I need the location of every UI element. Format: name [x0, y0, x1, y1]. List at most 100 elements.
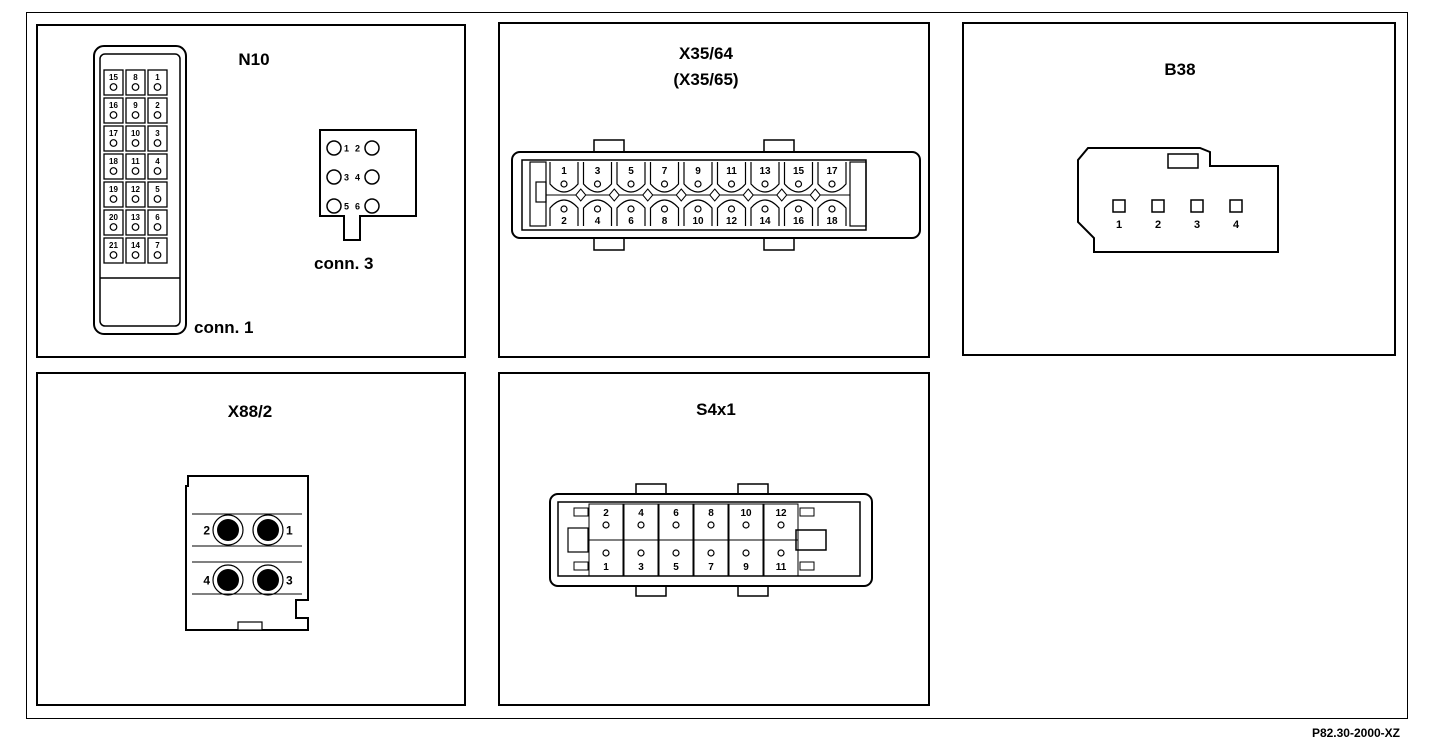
conn3-pin-label: 3	[344, 173, 349, 183]
conn1-pin-hole	[153, 223, 162, 231]
s4x1-pin-hole	[742, 549, 750, 557]
panel-title-b38: B38	[1164, 60, 1196, 79]
conn1-pin-cell	[147, 69, 168, 96]
b38-pin-label: 1	[1116, 219, 1122, 231]
x35-pin-hole	[593, 180, 602, 188]
conn3-pin-hole	[364, 198, 380, 214]
conn1-pin-hole	[153, 111, 162, 119]
x35-pin-label: 5	[628, 166, 634, 177]
x35-pin-label: 13	[759, 166, 771, 177]
x35-separator	[742, 188, 754, 202]
conn1-pin-label: 11	[131, 157, 140, 166]
b38-pin-label: 3	[1194, 219, 1200, 231]
s4x1-pin-hole	[777, 549, 785, 557]
conn1-pin-label: 18	[109, 157, 118, 166]
x35-pin-cell	[582, 199, 613, 226]
conn1-pin-hole	[153, 83, 162, 91]
x35-pin-label: 17	[826, 166, 838, 177]
conn1-pin-hole	[109, 223, 118, 231]
x35-pin-cell	[716, 162, 747, 193]
x35-pin-hole	[627, 205, 635, 213]
x88-pin	[257, 569, 279, 591]
x35-pin-hole	[727, 180, 736, 188]
b38-pin-label: 2	[1155, 219, 1161, 231]
x35-pin-cell	[750, 199, 780, 226]
conn1-pin-cell	[125, 97, 146, 124]
conn1-pin-cell	[125, 69, 146, 96]
s4x1-pin-hole	[602, 521, 610, 529]
conn1-pin-label: 7	[155, 241, 160, 250]
conn1-pin-label: 8	[133, 73, 138, 82]
conn1-pin-cell	[147, 97, 168, 124]
conn1-pin-label: 1	[155, 73, 160, 82]
x35-pin-label: 6	[628, 216, 634, 227]
conn1-pin-cell	[103, 97, 124, 124]
x35-pin-cell	[783, 199, 814, 226]
x35-pin-label: 12	[726, 216, 738, 227]
x35-pin-cell	[783, 162, 814, 193]
conn1-pin-hole	[131, 83, 140, 91]
x35-pin-label: 9	[695, 166, 701, 177]
s4x1-pin-label: 8	[708, 508, 714, 519]
x35-pin-cell	[549, 199, 579, 226]
conn1-pin-cell	[125, 237, 146, 264]
conn1-pin-label: 16	[109, 101, 118, 110]
conn1-pin-hole	[109, 139, 118, 147]
conn3-pin-hole	[326, 169, 342, 185]
panel-title-x35-64: X35/64	[679, 44, 733, 63]
x35-pin-cell	[683, 162, 713, 193]
b38-pin	[1190, 199, 1204, 213]
conn3-pin-label: 5	[344, 202, 349, 212]
conn1-pin-hole	[109, 111, 118, 119]
conn1-pin-label: 10	[131, 129, 140, 138]
x35-pin-cell	[649, 199, 680, 226]
conn1-pin-hole	[131, 167, 140, 175]
panel-subtitle-x35-65: (X35/65)	[673, 70, 739, 89]
conn1-pin-hole	[109, 167, 118, 175]
conn3-pin-label: 6	[355, 202, 360, 212]
x35-separator	[675, 188, 687, 202]
x35-pin-hole	[660, 205, 669, 213]
x35-separator	[608, 188, 620, 202]
conn1-pin-label: 9	[133, 101, 138, 110]
s4x1-pin-hole	[707, 521, 715, 529]
x35-pin-hole	[694, 180, 702, 188]
conn1-pin-hole	[131, 139, 140, 147]
x35-pin-cell	[549, 162, 579, 193]
x35-pin-label: 10	[692, 216, 704, 227]
x35-pin-label: 15	[793, 166, 805, 177]
x88-pin	[257, 519, 279, 541]
x35-pin-label: 8	[662, 216, 668, 227]
s4x1-pin-label: 12	[775, 508, 787, 519]
s4x1-pin-cell	[763, 539, 799, 577]
conn1-pin-label: 19	[109, 185, 118, 194]
x88-pin-label: 1	[286, 524, 293, 538]
s4x1-pin-hole	[742, 521, 750, 529]
x35-pin-hole	[761, 205, 769, 213]
conn1-pin-label: 5	[155, 185, 160, 194]
conn1-pin-label: 12	[131, 185, 140, 194]
conn1-pin-cell	[147, 125, 168, 152]
conn1-pin-hole	[153, 167, 162, 175]
s4x1-pin-hole	[672, 521, 680, 529]
s4x1-pin-cell	[693, 539, 729, 577]
x35-pin-cell	[716, 199, 747, 226]
conn1-pin-cell	[125, 153, 146, 180]
conn1-pin-label: 4	[155, 157, 160, 166]
s4x1-pin-label: 3	[638, 562, 644, 573]
conn3-pin-label: 1	[344, 144, 349, 154]
conn1-pin-hole	[131, 223, 140, 231]
conn3-pin-label: 4	[355, 173, 360, 183]
conn1-pin-cell	[147, 153, 168, 180]
x35-pin-hole	[560, 205, 568, 213]
s4x1-pin-hole	[672, 549, 680, 557]
x35-pin-hole	[694, 205, 702, 213]
s4x1-pin-hole	[707, 549, 715, 557]
conn1-pin-label: 17	[109, 129, 118, 138]
x35-separator	[809, 188, 821, 202]
conn1-label: conn. 1	[194, 318, 254, 337]
